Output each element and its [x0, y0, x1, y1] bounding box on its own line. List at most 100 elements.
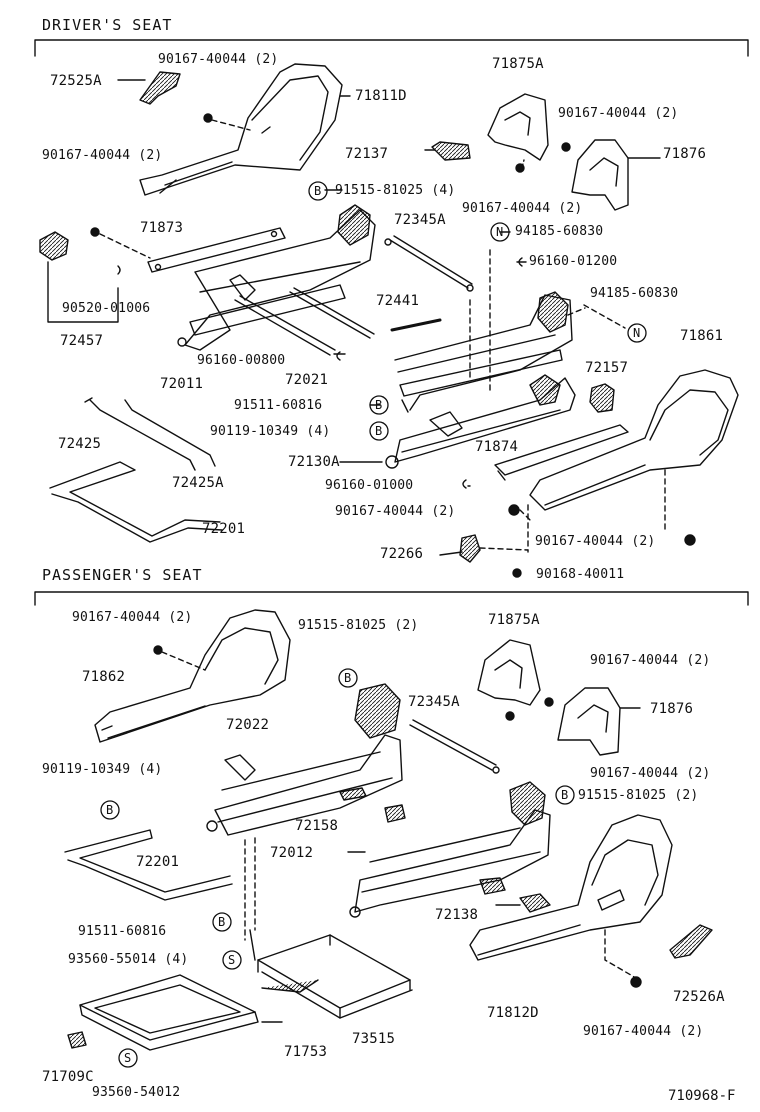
- label-90119-10349: 90119-10349 (4): [210, 424, 331, 439]
- part-72157-block-shape: [589, 383, 615, 413]
- label-71875A: 71875A: [488, 612, 540, 628]
- label-72457: 72457: [60, 333, 104, 349]
- label-72526A: 72526A: [673, 989, 725, 1005]
- callout-circle-shapes: [100, 181, 647, 1068]
- passenger-section-title: PASSENGER'S SEAT: [42, 566, 203, 584]
- label-90167-40044: 90167-40044 (2): [590, 653, 711, 668]
- part-73515-frame-shape: [249, 929, 413, 1019]
- label-94185-60830: 94185-60830: [590, 286, 679, 301]
- label-90167-40044: 90167-40044 (2): [42, 148, 163, 163]
- driver-section-frame: [34, 39, 749, 57]
- label-72266: 72266: [380, 546, 424, 562]
- label-71875A: 71875A: [492, 56, 544, 72]
- part-72345A-rod-passenger-shape: [409, 719, 500, 774]
- label-71812D: 71812D: [487, 1005, 539, 1021]
- callout-b: B: [106, 803, 114, 817]
- label-94185-60830: 94185-60830: [515, 224, 604, 239]
- label-72201: 72201: [202, 521, 246, 537]
- passenger-section-frame: [34, 591, 749, 606]
- label-72011: 72011: [160, 376, 204, 392]
- part-72022-track-shape: [206, 683, 403, 836]
- callout-b: B: [561, 788, 569, 802]
- part-71709C-clip-shape: [67, 1031, 87, 1049]
- label-72425A: 72425A: [172, 475, 224, 491]
- callout-b: B: [314, 184, 322, 198]
- bolt-shapes-driver: [90, 113, 696, 578]
- part-72201-wire-shape: [49, 461, 223, 543]
- label-72021: 72021: [285, 372, 329, 388]
- leader-90167-a: [211, 119, 251, 131]
- leader-lines: [261, 95, 661, 1023]
- label-91511-60816: 91511-60816: [234, 398, 323, 413]
- part-71861-shield-shape: [529, 369, 739, 511]
- label-90167-40044: 90167-40044 (2): [72, 610, 193, 625]
- driver-section-title: DRIVER'S SEAT: [42, 16, 173, 34]
- label-71861: 71861: [680, 328, 724, 344]
- label-71753: 71753: [284, 1044, 328, 1060]
- label-90167-40044: 90167-40044 (2): [583, 1024, 704, 1039]
- leader-90167-d: [99, 233, 151, 259]
- part-72457-knob-shape: [39, 231, 121, 323]
- callout-b: B: [375, 424, 383, 438]
- label-93560-55014: 93560-55014 (4): [68, 952, 189, 967]
- part-72201-passenger-wire-shape: [64, 829, 233, 901]
- label-90520-01006: 90520-01006: [62, 301, 151, 316]
- part-72012-track-shape: [349, 781, 551, 918]
- label-72425: 72425: [58, 436, 102, 452]
- label-96160-01000: 96160-01000: [325, 478, 414, 493]
- label-96160-00800: 96160-00800: [197, 353, 286, 368]
- part-72158-block-shape: [384, 804, 406, 823]
- label-72130A: 72130A: [288, 454, 340, 470]
- label-72201: 72201: [136, 854, 180, 870]
- part-72525A-clip-shape: [117, 71, 181, 105]
- part-71876-cover-shape: [571, 139, 629, 211]
- label-71709C: 71709C: [42, 1069, 94, 1085]
- label-91515-81025: 91515-81025 (4): [335, 183, 456, 198]
- label-71876: 71876: [650, 701, 694, 717]
- part-71753-tray-shape: [79, 974, 259, 1051]
- part-72021-track-shape: [394, 249, 573, 413]
- callout-s: S: [228, 953, 236, 967]
- label-72138: 72138: [435, 907, 479, 923]
- callout-n: N: [633, 326, 641, 340]
- callout-s: S: [124, 1051, 132, 1065]
- label-72137: 72137: [345, 146, 389, 162]
- part-71862-shield-shape: [94, 609, 291, 743]
- label-71876: 71876: [663, 146, 707, 162]
- figure-reference-number: 710968-F: [668, 1088, 736, 1104]
- label-91515-81025: 91515-81025 (2): [298, 618, 419, 633]
- label-72022: 72022: [226, 717, 270, 733]
- part-72137-block-shape: [431, 141, 471, 161]
- part-72266-bracket-shape: [459, 534, 481, 563]
- part-72130A-slide-shape: [385, 374, 576, 469]
- label-72525A: 72525A: [50, 73, 102, 89]
- label-90167-40044: 90167-40044 (2): [558, 106, 679, 121]
- label-90167-40044: 90167-40044 (2): [158, 52, 279, 67]
- label-90167-40044: 90167-40044 (2): [335, 504, 456, 519]
- part-71874-trim-shape: [494, 424, 629, 481]
- callout-n: N: [496, 225, 504, 239]
- label-71874: 71874: [475, 439, 519, 455]
- label-72012: 72012: [270, 845, 314, 861]
- label-90168-40011: 90168-40011: [536, 567, 625, 582]
- label-72345A: 72345A: [394, 212, 446, 228]
- part-71873-bar-shape: [147, 227, 286, 273]
- part-71875A-cover-shape: [487, 93, 549, 161]
- callout-b: B: [344, 671, 352, 685]
- label-72157: 72157: [585, 360, 629, 376]
- label-90167-40044: 90167-40044 (2): [590, 766, 711, 781]
- part-72526A-clip-shape: [669, 924, 713, 959]
- label-90167-40044: 90167-40044 (2): [535, 534, 656, 549]
- label-91511-60816: 91511-60816: [78, 924, 167, 939]
- small-clip-shapes-driver: [336, 257, 626, 489]
- label-90119-10349: 90119-10349 (4): [42, 762, 163, 777]
- callout-b: B: [375, 398, 383, 412]
- part-71811D-shield-shape: [139, 63, 343, 196]
- part-72345A-rod-shape: [384, 235, 474, 292]
- label-90167-40044: 90167-40044 (2): [462, 201, 583, 216]
- part-72441-spring-shape: [390, 318, 442, 332]
- part-71812D-shield-shape: [469, 814, 673, 961]
- label-72158: 72158: [295, 818, 339, 834]
